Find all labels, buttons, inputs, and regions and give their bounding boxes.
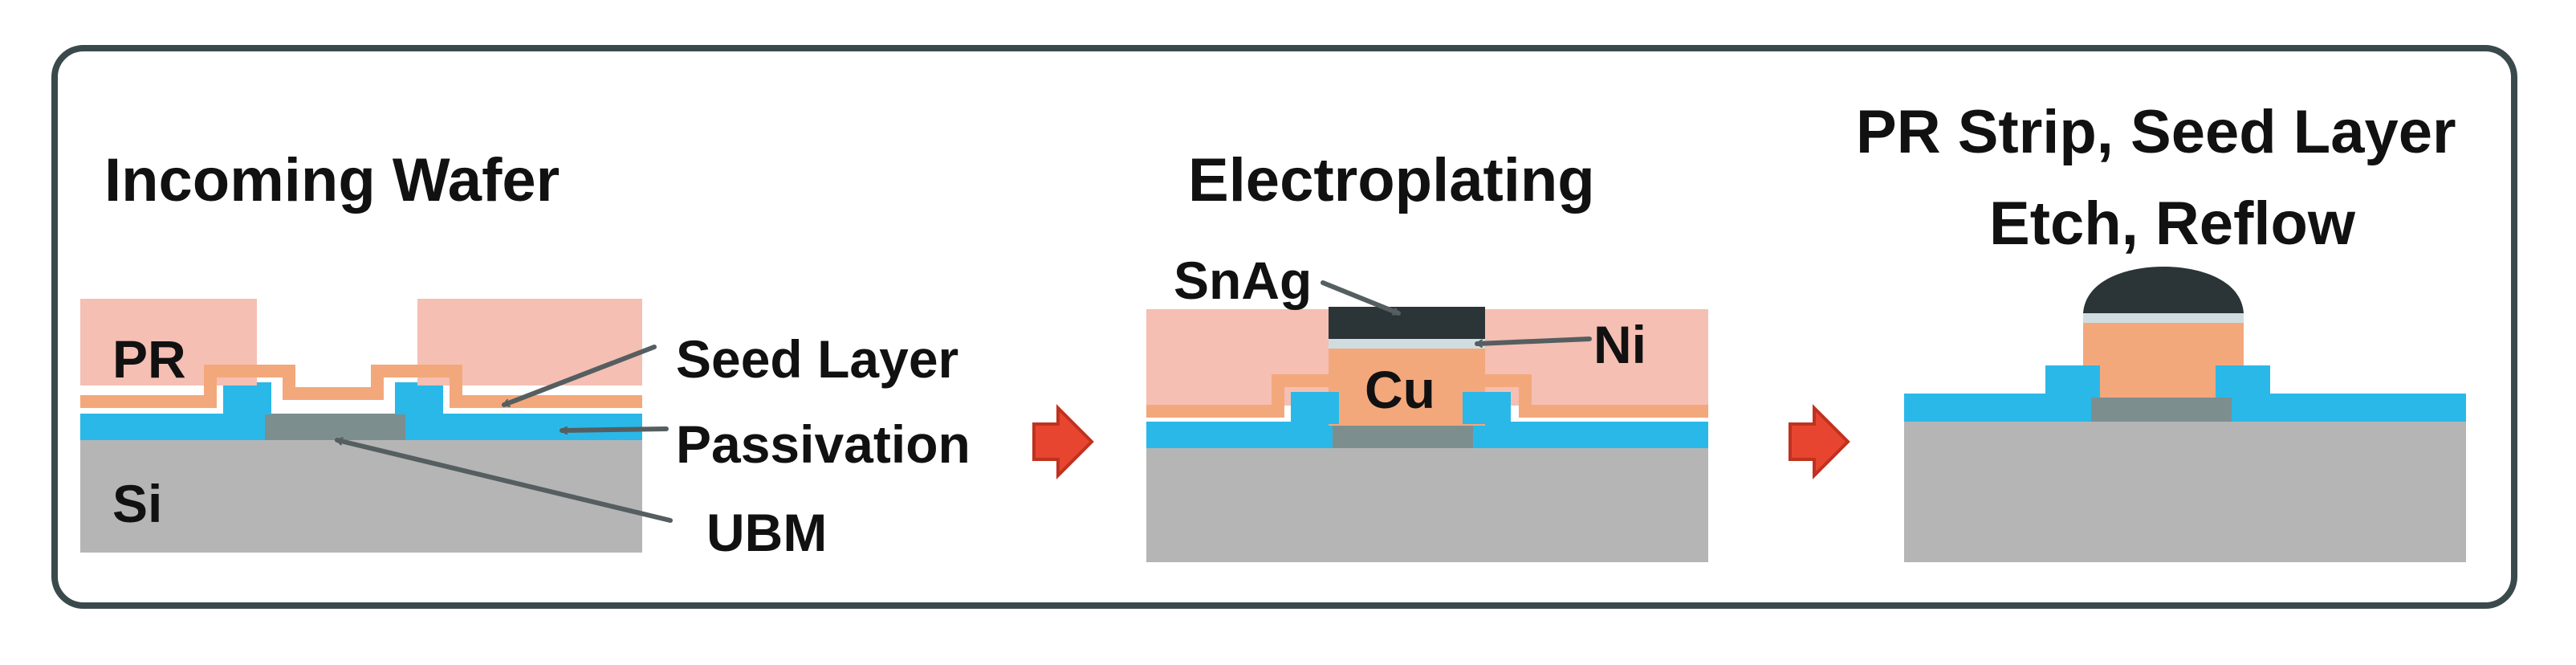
panel-electroplating: Electroplating Cu SnAg Ni [1146,146,1708,562]
ubm-pad [265,414,405,440]
panel-1-title: Incoming Wafer [104,146,560,214]
label-si: Si [112,474,162,533]
passivation-bump-right [2216,365,2270,398]
label-seed-layer: Seed Layer [676,329,958,389]
seed-layer [80,365,642,408]
passivation-bump-right-front [1463,392,1511,424]
pointer-ni [1475,337,1592,344]
passivation-bump-left-front [1291,392,1339,424]
copper-pillar [1329,345,1485,426]
silicon-substrate [80,440,642,553]
silicon-substrate [1146,448,1708,562]
ubm-pad [2091,394,2232,422]
pointer-seed-layer [502,345,657,405]
passivation-bump-left [223,382,271,414]
label-passivation: Passivation [676,414,971,474]
nickel-layer [1329,337,1485,349]
passivation-bump-left [2045,365,2100,398]
label-cu: Cu [1365,360,1435,419]
nickel-layer [2083,312,2244,323]
pointer-snag [1321,280,1401,316]
pointer-passivation [560,429,669,430]
label-pr: PR [112,329,186,389]
passivation-bump-right [395,382,443,414]
label-ubm: UBM [706,503,827,562]
panel-2-title: Electroplating [1188,146,1595,214]
panel-incoming-wafer: Incoming Wafer PR Si Seed Layer Passivat… [80,146,971,562]
right-arrow-icon [1032,404,1094,479]
pointer-ubm [335,440,673,523]
panel-pr-strip-reflow: PR Strip, Seed Layer Etch, Reflow [1856,98,2466,562]
label-ni: Ni [1593,315,1646,374]
silicon-substrate [1904,422,2466,562]
reflowed-solder-dome [2083,267,2244,313]
panel-3-title-line-1: PR Strip, Seed Layer [1856,98,2456,166]
panel-3-title-line-2: Etch, Reflow [1989,190,2356,258]
label-snag: SnAg [1174,251,1312,310]
snag-solder [1329,307,1485,339]
right-arrow-icon [1789,404,1850,479]
ubm-pad [1333,422,1473,448]
